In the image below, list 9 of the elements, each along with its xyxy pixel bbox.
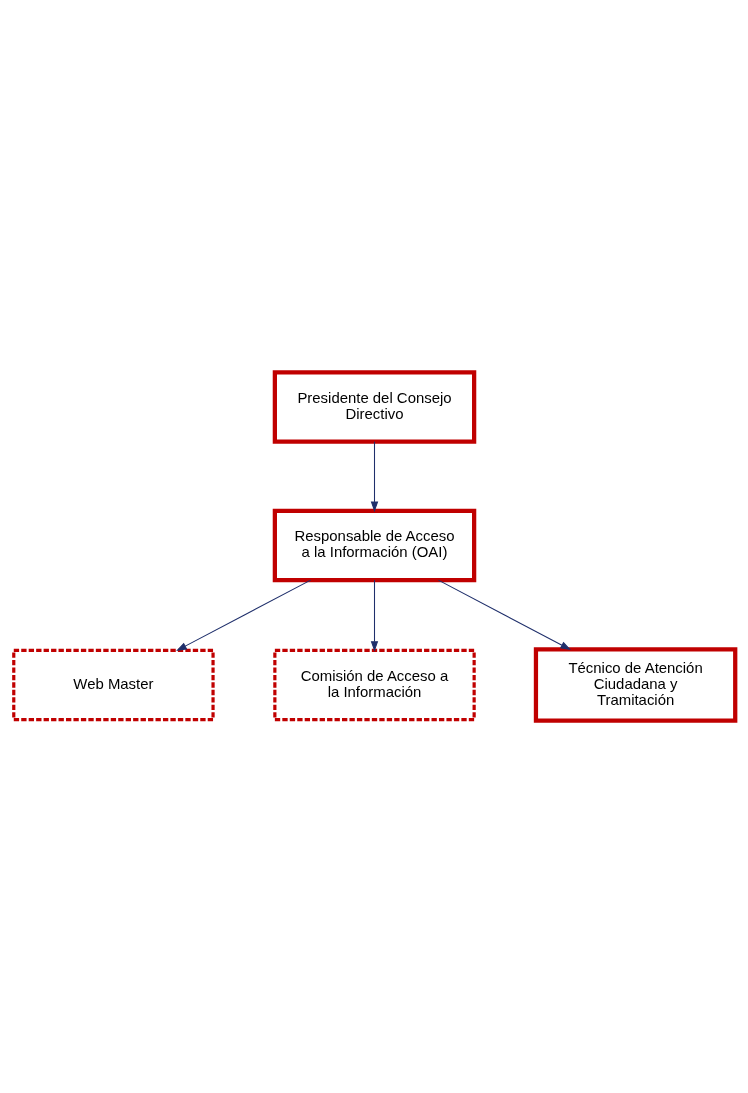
node-box: Presidente del Consejo Directivo	[272, 370, 476, 444]
node-box: Responsable de Acceso a la Información (OAI)	[272, 508, 476, 583]
arrow	[370, 579, 378, 652]
arrow	[175, 579, 311, 651]
arrow	[437, 579, 571, 650]
node-box: Comisión de Acceso a la Información	[272, 648, 476, 722]
arrow	[370, 441, 378, 513]
node-box: Técnico de Atención Ciudadana y Tramitación	[533, 647, 737, 723]
node-box: Web Master	[11, 648, 215, 722]
